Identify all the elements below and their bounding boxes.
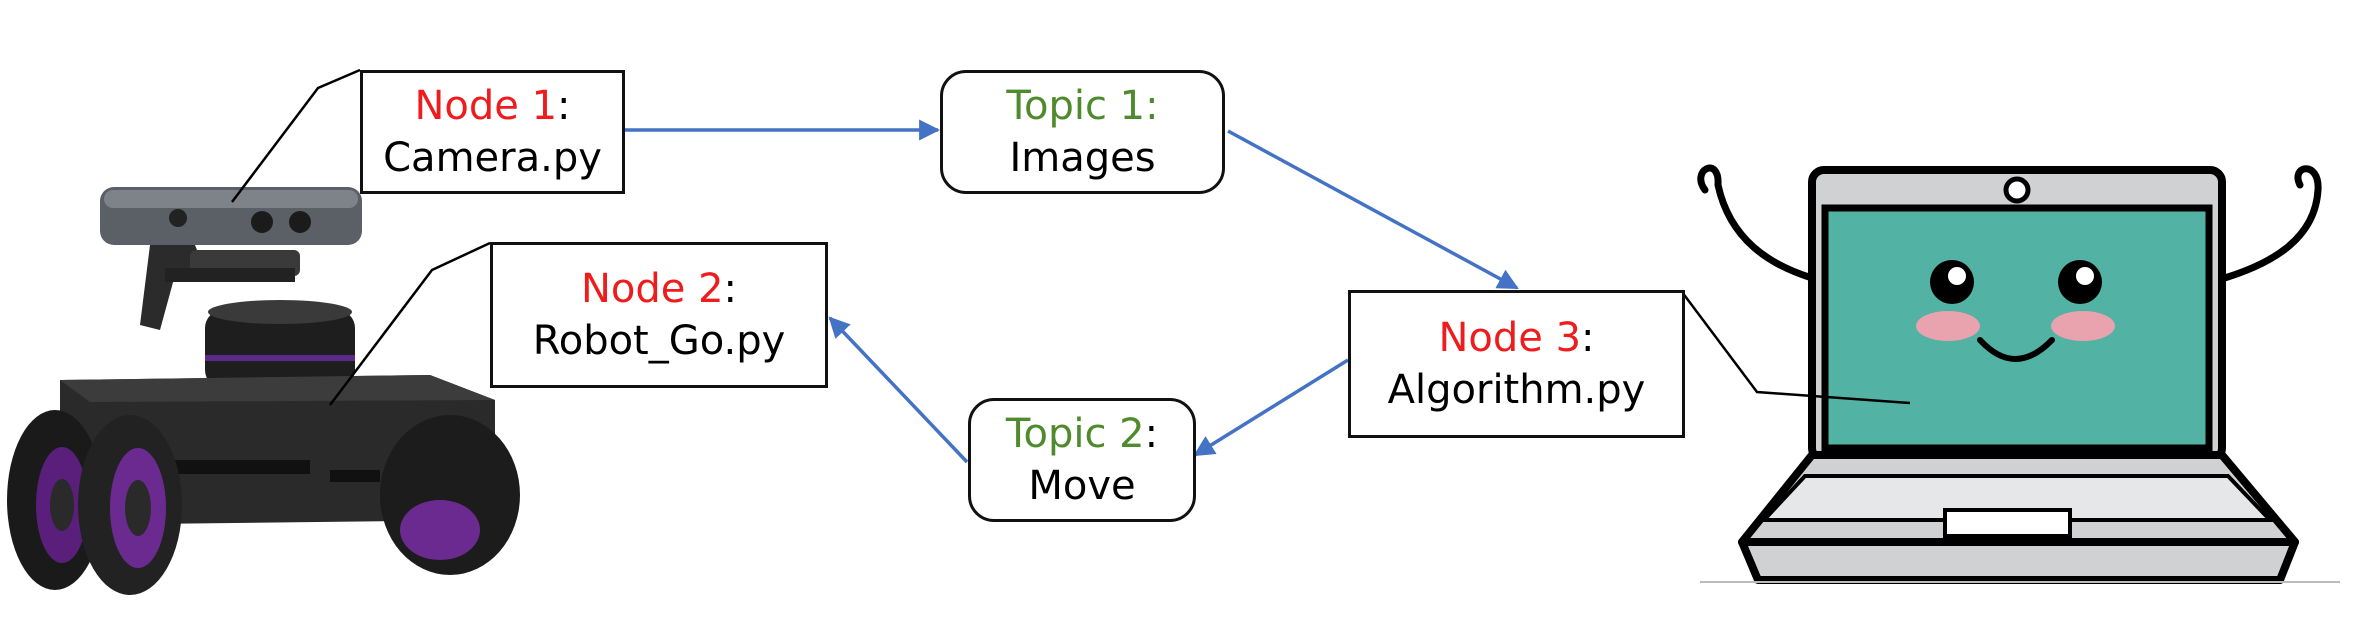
topic2-label: Topic 2 xyxy=(1005,411,1145,457)
node1-box: Node 1: Camera.py xyxy=(360,70,625,194)
callout-line-node1 xyxy=(231,68,361,203)
robot-image xyxy=(7,187,520,595)
topic2-colon: : xyxy=(1144,411,1159,457)
laptop-illustration xyxy=(1697,164,2340,584)
arrow-topic1-to-node3 xyxy=(1227,129,1519,290)
callout-line-node3 xyxy=(1681,291,1911,405)
topic2-name: Move xyxy=(1028,463,1136,509)
camera-sensor xyxy=(100,187,362,245)
topic2-box: Topic 2: Move xyxy=(968,398,1196,522)
node3-box: Node 3: Algorithm.py xyxy=(1348,290,1685,438)
topic1-label: Topic 1 xyxy=(1006,83,1146,129)
robot-wheels xyxy=(7,410,520,595)
node2-colon: : xyxy=(723,266,738,312)
callout-line-node2 xyxy=(329,241,491,406)
topic1-name: Images xyxy=(1009,135,1156,181)
arrow-node3-to-topic2 xyxy=(1193,358,1349,457)
node1-label: Node 1 xyxy=(414,83,558,129)
node1-colon: : xyxy=(557,83,571,129)
node3-label: Node 3 xyxy=(1438,315,1582,361)
topic1-colon: : xyxy=(1145,83,1159,129)
laptop-screen xyxy=(1821,204,2213,452)
node2-label: Node 2 xyxy=(580,266,724,312)
node1-name: Camera.py xyxy=(383,135,602,181)
touchpad xyxy=(1943,508,2072,538)
lidar-unit xyxy=(205,300,355,388)
arrow-topic2-to-node2 xyxy=(828,316,969,464)
node3-name: Algorithm.py xyxy=(1387,367,1646,413)
node2-name: Robot_Go.py xyxy=(532,318,786,364)
node2-box: Node 2: Robot_Go.py xyxy=(490,242,828,388)
laptop-face xyxy=(1916,260,2115,362)
node3-colon: : xyxy=(1581,315,1595,361)
topic1-box: Topic 1: Images xyxy=(940,70,1225,194)
webcam-icon xyxy=(2003,176,2031,204)
